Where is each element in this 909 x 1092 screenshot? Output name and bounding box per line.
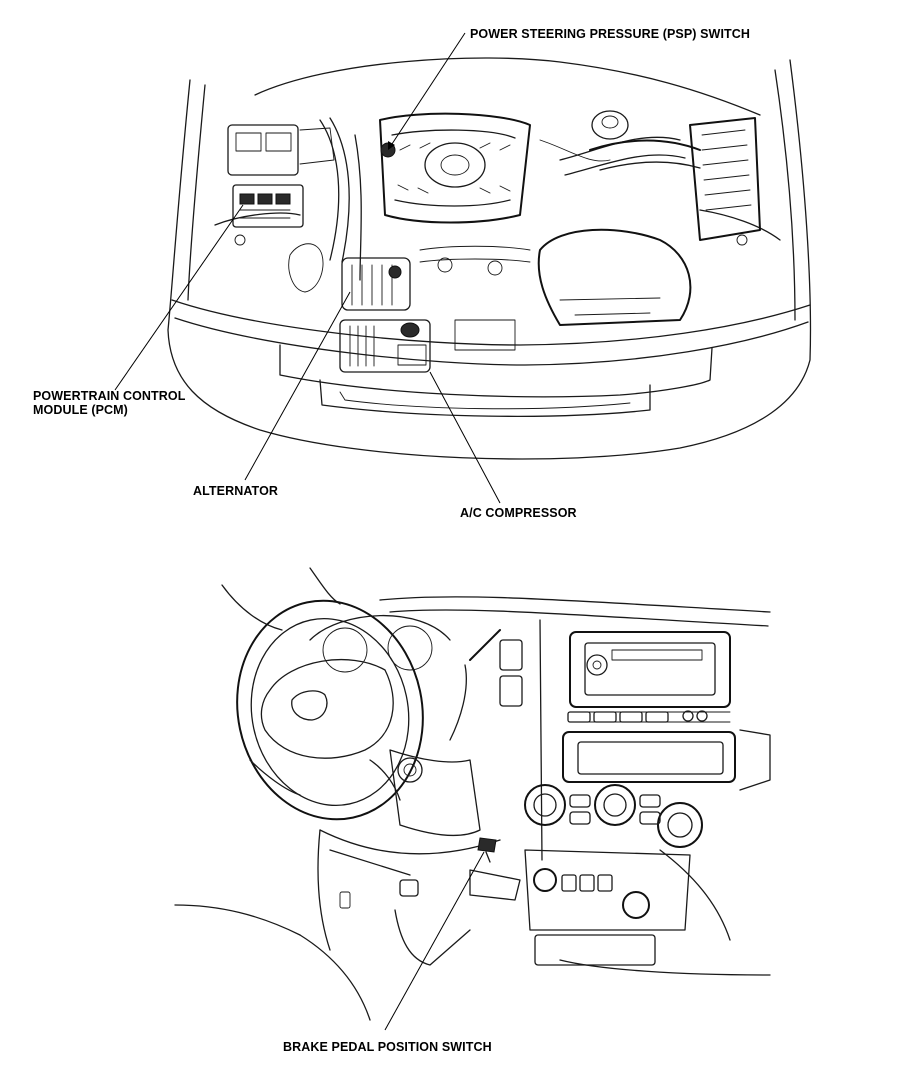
ac-compressor-label: A/C COMPRESSOR xyxy=(460,506,577,520)
psp-switch-label: POWER STEERING PRESSURE (PSP) SWITCH xyxy=(470,27,751,41)
pcm-label-line1: POWERTRAIN CONTROL xyxy=(33,389,186,403)
engine-bay-illustration xyxy=(167,57,812,460)
pcm-label: POWERTRAIN CONTROL MODULE (PCM) xyxy=(33,389,185,417)
engine-leader-lines xyxy=(114,32,501,504)
brake-pedal-position-switch-label: BRAKE PEDAL POSITION SWITCH xyxy=(283,1040,492,1054)
alternator-label: ALTERNATOR xyxy=(193,484,279,498)
pcm-label-line2: MODULE (PCM) xyxy=(33,403,128,417)
dashboard-illustration xyxy=(174,567,771,1021)
dashboard-leader-lines xyxy=(384,851,485,1031)
